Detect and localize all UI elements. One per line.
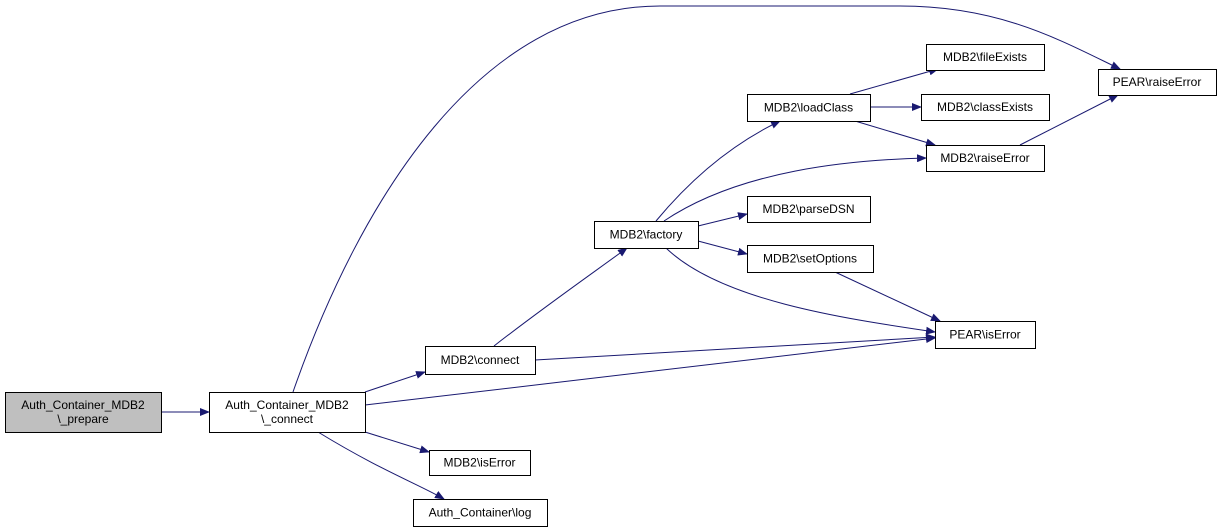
nodes-layer: Auth_Container_MDB2\_prepareAuth_Contain…	[5, 44, 1217, 527]
node-box[interactable]	[429, 450, 531, 476]
node-label: MDB2\fileExists	[943, 50, 1027, 64]
edge-connect-private-to-auth-log	[317, 431, 445, 500]
node-mdb2-connect[interactable]: MDB2\connect	[425, 346, 536, 375]
node-mdb2-iserror[interactable]: MDB2\isError	[429, 450, 531, 476]
node-label: MDB2\raiseError	[940, 151, 1029, 165]
node-box[interactable]	[594, 221, 699, 249]
node-box[interactable]	[921, 94, 1050, 121]
node-pear-iserror[interactable]: PEAR\isError	[935, 321, 1036, 349]
node-box[interactable]	[747, 94, 871, 122]
node-box[interactable]	[425, 346, 536, 375]
edge-mdb2-setoptions-to-pear-iserror	[834, 271, 941, 322]
node-auth-log[interactable]: Auth_Container\log	[413, 499, 548, 527]
node-label: MDB2\loadClass	[764, 101, 853, 115]
edge-mdb2-factory-to-pear-iserror	[665, 247, 936, 335]
node-prepare[interactable]: Auth_Container_MDB2\_prepare	[5, 392, 162, 433]
node-mdb2-factory[interactable]: MDB2\factory	[594, 221, 699, 249]
node-mdb2-setoptions[interactable]: MDB2\setOptions	[747, 245, 874, 273]
edge-connect-private-to-mdb2-connect	[364, 371, 426, 393]
node-label: Auth_Container_MDB2	[21, 398, 145, 412]
edge-mdb2-factory-to-mdb2-setoptions	[697, 240, 748, 256]
edges-layer	[161, 5, 1121, 500]
edge-connect-private-to-mdb2-iserror	[364, 431, 430, 454]
edge-mdb2-factory-to-mdb2-loadclass	[655, 120, 781, 222]
node-box[interactable]	[926, 44, 1045, 71]
node-label: MDB2\connect	[441, 353, 520, 367]
edge-mdb2-connect-to-mdb2-factory	[493, 247, 628, 347]
node-box[interactable]	[209, 392, 366, 433]
node-label: MDB2\parseDSN	[762, 202, 854, 216]
node-label: MDB2\classExists	[937, 100, 1033, 114]
node-mdb2-loadclass[interactable]: MDB2\loadClass	[747, 94, 871, 122]
node-pear-raiseerror[interactable]: PEAR\raiseError	[1098, 69, 1217, 96]
node-box[interactable]	[747, 196, 871, 223]
edge-mdb2-connect-to-pear-iserror	[534, 333, 936, 361]
node-box[interactable]	[1098, 69, 1217, 96]
node-label: \_connect	[261, 412, 314, 426]
edge-mdb2-factory-to-mdb2-parsedsn	[697, 212, 748, 227]
node-mdb2-parsedsn[interactable]: MDB2\parseDSN	[747, 196, 871, 223]
edge-mdb2-loadclass-to-mdb2-raiseerror	[854, 120, 936, 147]
edge-mdb2-factory-to-mdb2-raiseerror	[663, 154, 927, 222]
node-mdb2-raiseerror[interactable]: MDB2\raiseError	[926, 145, 1045, 172]
edge-mdb2-raiseerror-to-pear-raiseerror	[1019, 94, 1119, 146]
edge-mdb2-loadclass-to-mdb2-fileexists	[849, 67, 939, 95]
node-mdb2-classexists[interactable]: MDB2\classExists	[921, 94, 1050, 121]
node-label: MDB2\factory	[610, 228, 683, 242]
node-box[interactable]	[5, 392, 162, 433]
node-label: Auth_Container_MDB2	[225, 398, 349, 412]
node-box[interactable]	[935, 321, 1036, 349]
node-label: Auth_Container\log	[429, 506, 532, 520]
node-mdb2-fileexists[interactable]: MDB2\fileExists	[926, 44, 1045, 71]
node-box[interactable]	[926, 145, 1045, 172]
node-box[interactable]	[747, 245, 874, 273]
node-label: MDB2\isError	[443, 456, 515, 470]
node-label: MDB2\setOptions	[763, 252, 857, 266]
node-label: \_prepare	[57, 412, 109, 426]
node-box[interactable]	[413, 499, 548, 527]
edge-connect-private-to-pear-iserror	[364, 335, 936, 406]
node-connect-private[interactable]: Auth_Container_MDB2\_connect	[209, 392, 366, 433]
node-label: PEAR\isError	[949, 328, 1020, 342]
node-label: PEAR\raiseError	[1113, 75, 1202, 89]
edge-connect-private-to-pear-raiseerror	[292, 5, 1121, 393]
